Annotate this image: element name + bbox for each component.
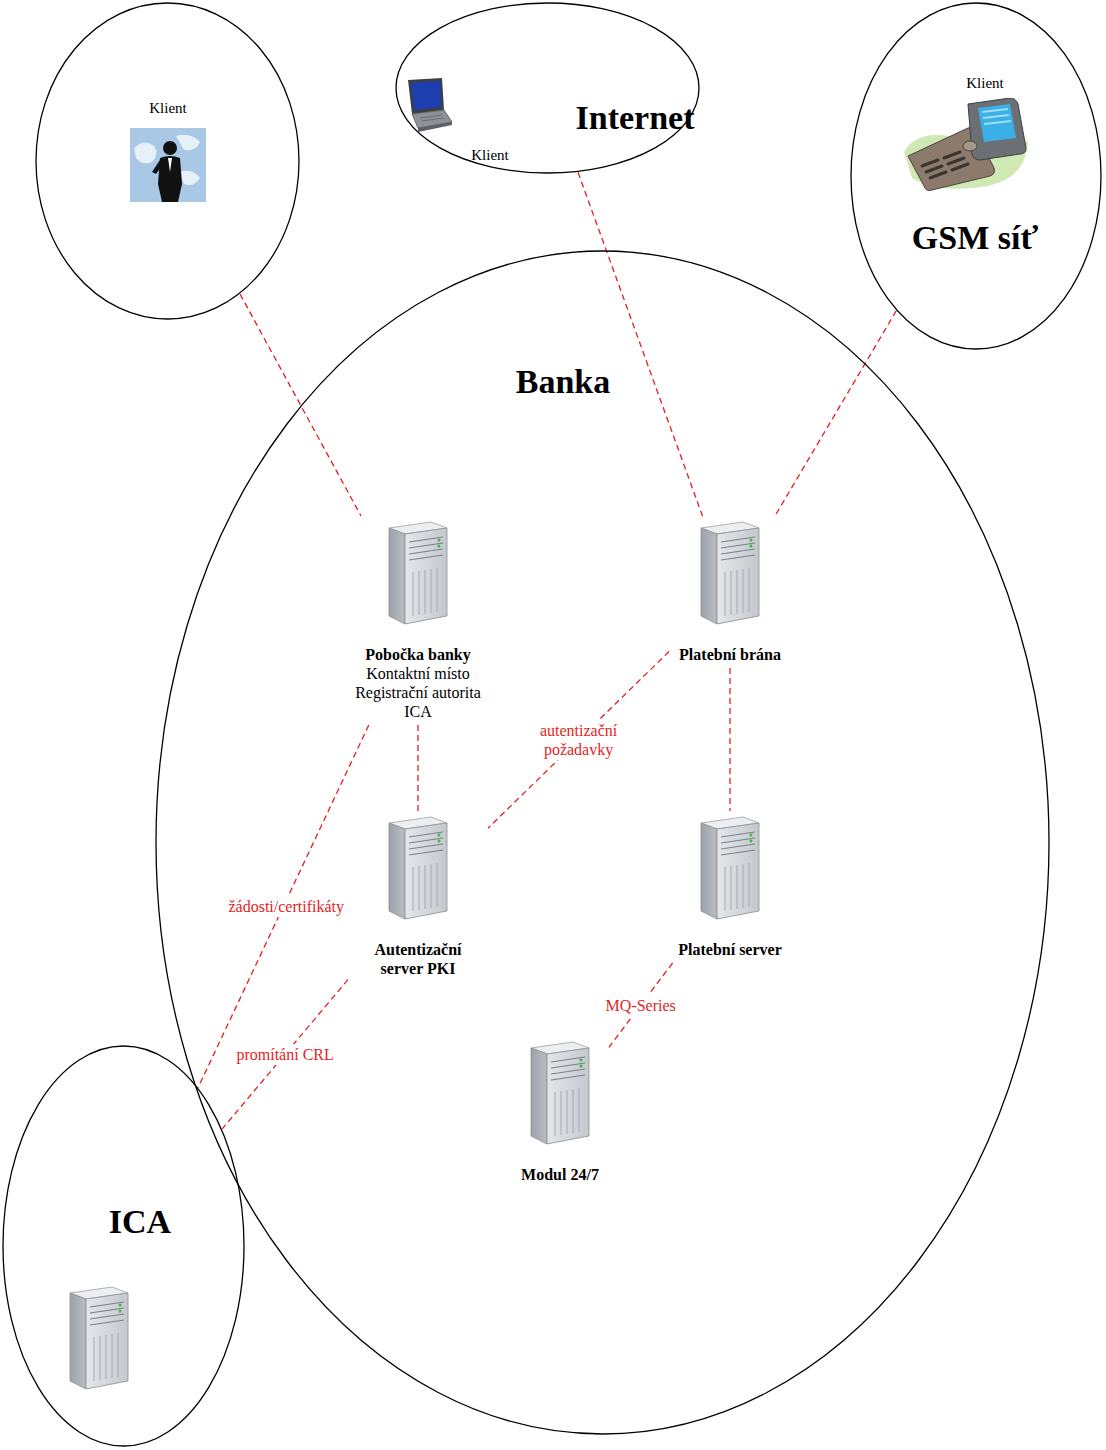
ca-circle: ICA — [2, 1045, 245, 1447]
dashed-connector — [198, 725, 369, 1087]
dashed-connector — [240, 294, 361, 516]
dashed-connector — [729, 668, 730, 811]
server-name: Platební brána — [679, 645, 781, 664]
server-name: Modul 24/7 — [521, 1165, 599, 1184]
dashed-connector — [417, 725, 418, 811]
text-holder: Klient — [471, 146, 509, 164]
client-circle: Klient — [35, 2, 300, 320]
connector-label: promítání CRL — [233, 1044, 336, 1065]
server-icon — [695, 520, 765, 625]
server-icon — [383, 815, 453, 920]
region-title: Banka — [516, 363, 611, 400]
server-node: Modul 24/7 — [515, 1040, 605, 1184]
region-title: GSM síť — [912, 219, 1038, 256]
server-name: Platební server — [678, 940, 782, 959]
dashed-connector — [775, 311, 896, 516]
server-icon — [383, 520, 453, 625]
connector-label: MQ-Series — [603, 995, 679, 1016]
phone-illustration — [898, 98, 1034, 194]
dashed-connector — [222, 980, 348, 1129]
ellipse-outline — [35, 2, 300, 320]
region-title: ICA — [109, 1203, 171, 1240]
server-node: Autentizační server PKI — [352, 815, 484, 978]
ellipse-outline — [2, 1045, 245, 1447]
ellipse-outline — [850, 2, 1102, 350]
server-icon — [695, 815, 765, 920]
ellipse-outline — [395, 2, 700, 174]
ellipse-outline — [155, 250, 1050, 1435]
connector-label: autentizační požadavky — [521, 720, 637, 760]
laptop-illustration — [398, 76, 454, 134]
dashed-connector — [488, 651, 669, 828]
text-holder: Internet — [576, 99, 695, 137]
server-node: Platební brána — [673, 520, 787, 664]
region-title: Internet — [576, 99, 695, 136]
text-holder: Klient — [966, 74, 1004, 92]
client-label: Klient — [966, 75, 1004, 91]
server-name: Autentizační server PKI — [358, 940, 478, 978]
text-holder: GSM síť — [912, 219, 1038, 257]
gsm-circle: KlientGSM síť — [850, 2, 1102, 350]
server-illustration — [64, 1285, 134, 1393]
internet-circle: InternetKlient — [395, 2, 700, 174]
server-node: Platební server — [672, 815, 788, 959]
person-illustration — [130, 128, 206, 202]
text-holder: Banka — [516, 363, 611, 401]
client-label: Klient — [471, 147, 509, 163]
bank-region: BankaPobočka bankyKontaktní místo Regist… — [155, 250, 1050, 1435]
dashed-connector — [578, 172, 702, 516]
server-description: Kontaktní místo Registrační autorita ICA — [343, 664, 493, 721]
client-label: Klient — [149, 100, 187, 116]
connector-label: žádosti/certifikáty — [225, 896, 341, 917]
server-node: Pobočka bankyKontaktní místo Registrační… — [337, 520, 499, 721]
text-holder: ICA — [109, 1203, 171, 1241]
text-holder: Klient — [149, 99, 187, 117]
server-name: Pobočka banky — [365, 645, 470, 664]
server-icon — [525, 1040, 595, 1145]
